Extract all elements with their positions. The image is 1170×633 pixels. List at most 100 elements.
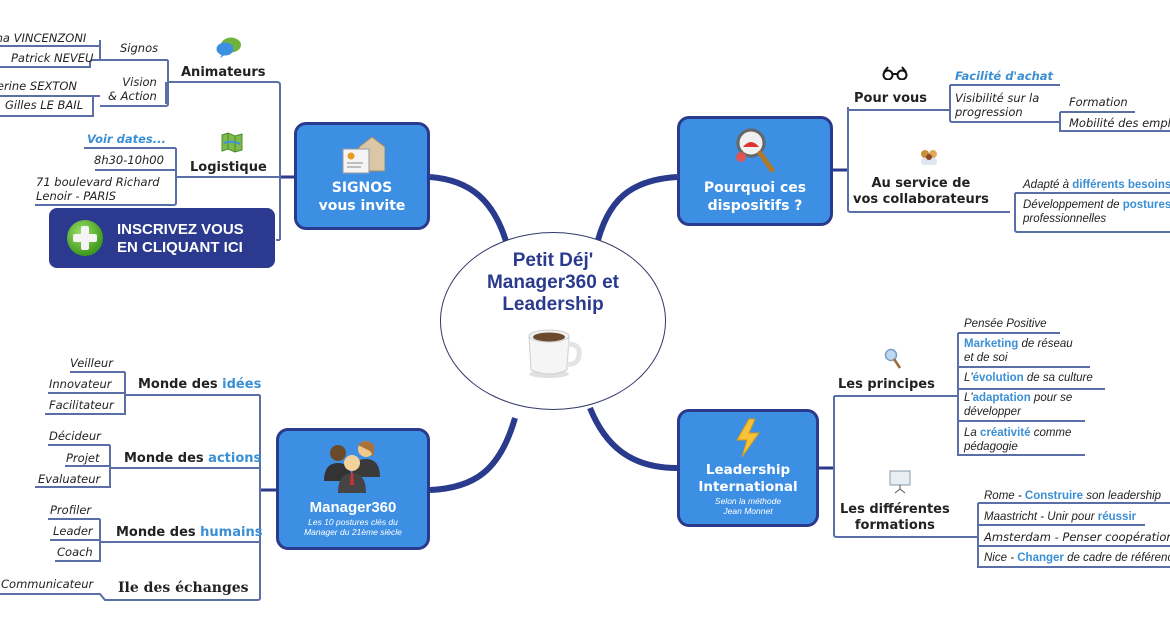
mobilite-employes[interactable]: Mobilité des employés	[1069, 116, 1170, 130]
principe-creativite[interactable]: La créativité comme pédagogie	[964, 426, 1071, 454]
node-manager360[interactable]: Manager360 Les 10 postures clés du Manag…	[276, 428, 430, 550]
address-line-2: Lenoir - PARIS	[36, 189, 117, 203]
central-title-line-2: Manager360 et	[486, 272, 619, 293]
central-title-line-3: Leadership	[502, 294, 604, 315]
text: Nice -	[984, 552, 1018, 564]
text: Adapté à	[1023, 179, 1073, 191]
highlight: Changer	[1017, 552, 1064, 564]
principe-evolution[interactable]: L'évolution de sa culture	[964, 371, 1093, 385]
principe-pensee-positive[interactable]: Pensée Positive	[964, 317, 1046, 331]
person-gilles-le-bail[interactable]: Gilles LE BAIL	[5, 98, 84, 112]
invitation-envelope-icon	[342, 136, 386, 174]
plus-icon	[67, 220, 103, 256]
topic-animateurs[interactable]: Animateurs	[181, 65, 266, 80]
register-button-line-2: EN CLIQUANT ICI	[117, 239, 243, 256]
adapte-besoins[interactable]: Adapté à différents besoins	[1023, 178, 1170, 192]
group-label-line-2: & Action	[108, 89, 157, 103]
coffee-cup-icon	[528, 329, 582, 378]
group-label-vision-action[interactable]: Vision & Action	[108, 75, 157, 103]
highlight: idées	[222, 377, 262, 392]
highlight: actions	[208, 451, 262, 466]
text-line-2: et de soi	[964, 352, 1008, 364]
central-topic[interactable]: Petit Déj' Manager360 et Leadership	[440, 232, 666, 410]
formations-line-2: formations	[854, 518, 935, 533]
formation-nice[interactable]: Nice - Changer de cadre de référence	[984, 551, 1170, 565]
topic-ile-echanges[interactable]: Ile des échanges	[118, 580, 249, 596]
topic-logistique[interactable]: Logistique	[190, 160, 267, 175]
group-label-signos[interactable]: Signos	[120, 41, 159, 55]
text: de réseau	[1018, 338, 1073, 350]
formation-maastricht[interactable]: Maastricht - Unir pour réussir	[984, 510, 1136, 524]
visibilite-progression[interactable]: Visibilité sur la progression	[955, 91, 1039, 119]
formation-amsterdam[interactable]: Amsterdam - Penser coopération	[984, 530, 1170, 544]
text: pour se	[1030, 392, 1073, 404]
highlight: Marketing	[964, 338, 1019, 350]
posture-innovateur[interactable]: Innovateur	[49, 377, 112, 391]
posture-coach[interactable]: Coach	[57, 545, 93, 559]
text: Amsterdam - Penser coopération	[984, 530, 1170, 544]
node-leadership[interactable]: Leadership International Selon la méthod…	[677, 409, 819, 527]
highlight: réussir	[1097, 511, 1137, 523]
developpement-postures[interactable]: Développement de postures professionnell…	[1023, 198, 1170, 226]
node-pourquoi[interactable]: Pourquoi ces dispositifs ?	[677, 116, 833, 226]
posture-veilleur[interactable]: Veilleur	[70, 356, 113, 370]
text: Monde des	[116, 525, 201, 540]
leadership-title-line-2: International	[698, 479, 798, 495]
connector-signos	[429, 174, 511, 249]
posture-decideur[interactable]: Décideur	[49, 429, 101, 443]
visibilite-line-2: progression	[955, 105, 1023, 119]
map-icon	[221, 132, 243, 153]
connector-leadership	[587, 406, 678, 471]
formation[interactable]: Formation	[1069, 95, 1128, 109]
highlight: évolution	[972, 372, 1024, 384]
topic-les-principes[interactable]: Les principes	[838, 377, 935, 392]
manager360-subtitle-line-1: Les 10 postures clés du	[308, 517, 398, 527]
posture-evaluateur[interactable]: Evaluateur	[38, 472, 101, 486]
posture-facilitateur[interactable]: Facilitateur	[49, 398, 114, 412]
address[interactable]: 71 boulevard Richard Lenoir - PARIS	[36, 175, 160, 203]
posture-profiler[interactable]: Profiler	[50, 503, 92, 517]
signos-title-line-2: vous invite	[318, 198, 406, 214]
topic-pour-vous[interactable]: Pour vous	[854, 91, 928, 106]
presentation-board-icon	[889, 470, 911, 494]
person-ilana-vincenzoni[interactable]: Ilana VINCENZONI	[0, 31, 87, 45]
leadership-title-line-1: Leadership	[705, 462, 791, 478]
principe-marketing[interactable]: Marketing de réseau et de soi	[964, 337, 1073, 365]
node-signos[interactable]: SIGNOS vous invite	[294, 122, 430, 230]
signos-title-line-1: SIGNOS	[331, 180, 393, 196]
formation-rome[interactable]: Rome - Construire son leadership	[984, 489, 1161, 503]
topic-monde-idees[interactable]: Monde des idées	[138, 377, 261, 393]
schedule-time[interactable]: 8h30-10h00	[94, 153, 164, 167]
manager360-subtitle-line-2: Manager du 21ème siècle	[304, 527, 402, 537]
topic-collaborateurs[interactable]: Au service de vos collaborateurs	[853, 176, 989, 208]
text: L'	[964, 372, 973, 384]
facilite-achat[interactable]: Facilité d'achat	[955, 69, 1054, 83]
leadership-subtitle-line-2: Jean Monnet	[723, 506, 773, 516]
pourquoi-title-line-2: dispositifs ?	[707, 198, 803, 214]
text: Développement de	[1023, 199, 1123, 211]
highlight: différents besoins	[1072, 179, 1170, 191]
topic-monde-actions[interactable]: Monde des actions	[124, 451, 261, 467]
person-catherine-sexton[interactable]: Catherine SEXTON	[0, 79, 78, 93]
posture-projet[interactable]: Projet	[66, 451, 100, 465]
register-button-line-1: INSCRIVEZ VOUS	[117, 221, 244, 238]
topic-monde-humains[interactable]: Monde des humains	[116, 525, 262, 541]
text: Monde des	[138, 377, 223, 392]
business-people-icon	[324, 441, 380, 493]
glasses-icon	[882, 66, 908, 80]
text-line-2: développer	[964, 406, 1021, 418]
central-title-line-1: Petit Déj'	[512, 250, 594, 271]
link-voir-dates[interactable]: Voir dates...	[87, 132, 166, 146]
person-patrick-neveu[interactable]: Patrick NEVEU	[11, 51, 94, 65]
text: son leadership	[1083, 490, 1162, 502]
posture-communicateur[interactable]: Communicateur	[1, 577, 94, 591]
manager360-title: Manager360	[309, 499, 397, 516]
principe-adaptation[interactable]: L'adaptation pour se développer	[964, 391, 1072, 419]
register-button[interactable]: INSCRIVEZ VOUS EN CLIQUANT ICI	[49, 208, 275, 268]
text: de cadre de référence	[1063, 552, 1170, 564]
collaborateurs-line-2: vos collaborateurs	[853, 192, 989, 207]
highlight: adaptation	[972, 392, 1031, 404]
posture-leader[interactable]: Leader	[53, 524, 93, 538]
topic-formations[interactable]: Les différentes formations	[840, 502, 950, 534]
